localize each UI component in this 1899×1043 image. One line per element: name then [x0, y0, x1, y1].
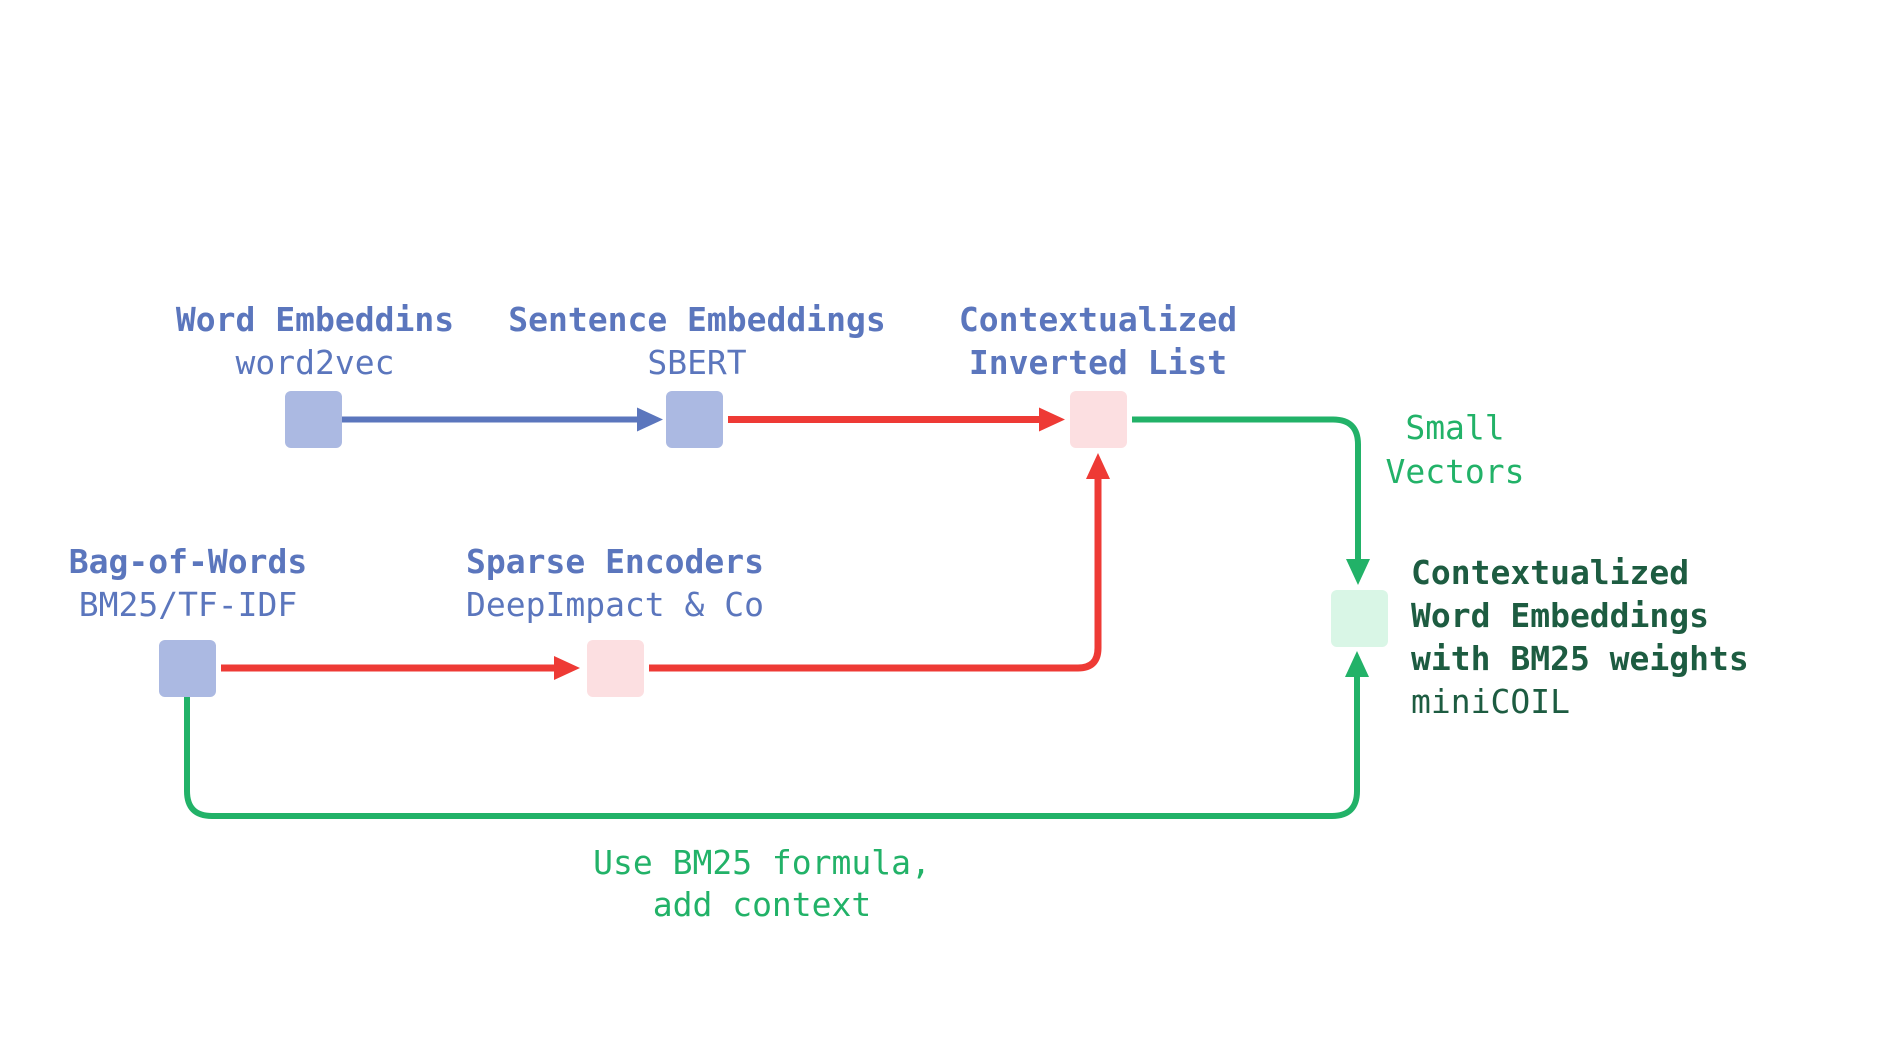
small-vectors-line2: Vectors — [1385, 452, 1525, 491]
edge-bow-to-minicoil-arrow — [184, 651, 1369, 819]
bottom-caption-line2: add context — [652, 885, 872, 924]
minicoil-title-line2: Word Embeddings — [1411, 596, 1710, 635]
sentence-embeddings-label: Sentence Embeddings SBERT — [508, 298, 886, 384]
sentence-embeddings-subtitle: SBERT — [647, 343, 747, 382]
bag-of-words-title: Bag-of-Words — [68, 542, 308, 581]
word-embeddings-title: Word Embeddins — [175, 300, 455, 339]
sentence-embeddings-node-square — [666, 391, 723, 448]
inverted-list-title-line1: Contextualized — [958, 300, 1238, 339]
sparse-encoders-node-square — [587, 640, 644, 697]
word-embeddings-label: Word Embeddins word2vec — [176, 298, 454, 384]
bag-of-words-node-square — [159, 640, 216, 697]
inverted-list-label: Contextualized Inverted List — [959, 298, 1237, 384]
minicoil-title-line3: with BM25 weights — [1411, 639, 1749, 678]
sparse-encoders-title: Sparse Encoders — [465, 542, 765, 581]
minicoil-title-line1: Contextualized — [1411, 553, 1690, 592]
edge-inverted-list-to-minicoil-arrow — [1132, 416, 1370, 585]
sparse-encoders-label: Sparse Encoders DeepImpact & Co — [466, 540, 764, 626]
sparse-encoders-subtitle: DeepImpact & Co — [465, 585, 765, 624]
bag-of-words-subtitle: BM25/TF-IDF — [78, 585, 298, 624]
bottom-caption-line1: Use BM25 formula, — [593, 843, 931, 882]
word-embeddings-node-square — [285, 391, 342, 448]
sentence-embeddings-title: Sentence Embeddings — [508, 300, 886, 339]
word-embeddings-subtitle: word2vec — [235, 343, 395, 382]
minicoil-subtitle: miniCOIL — [1411, 682, 1570, 721]
bag-of-words-label: Bag-of-Words BM25/TF-IDF — [69, 540, 307, 626]
small-vectors-line1: Small — [1405, 408, 1505, 447]
inverted-list-node-square — [1070, 391, 1127, 448]
inverted-list-title-line2: Inverted List — [968, 343, 1228, 382]
minicoil-label: Contextualized Word Embeddings with BM25… — [1411, 551, 1749, 723]
bottom-caption: Use BM25 formula, add context — [593, 842, 931, 926]
edge-sparse-encoders-to-inverted-list-arrow — [649, 453, 1110, 672]
small-vectors-edge-label: Small Vectors — [1385, 406, 1524, 494]
minicoil-node-square — [1331, 590, 1388, 647]
